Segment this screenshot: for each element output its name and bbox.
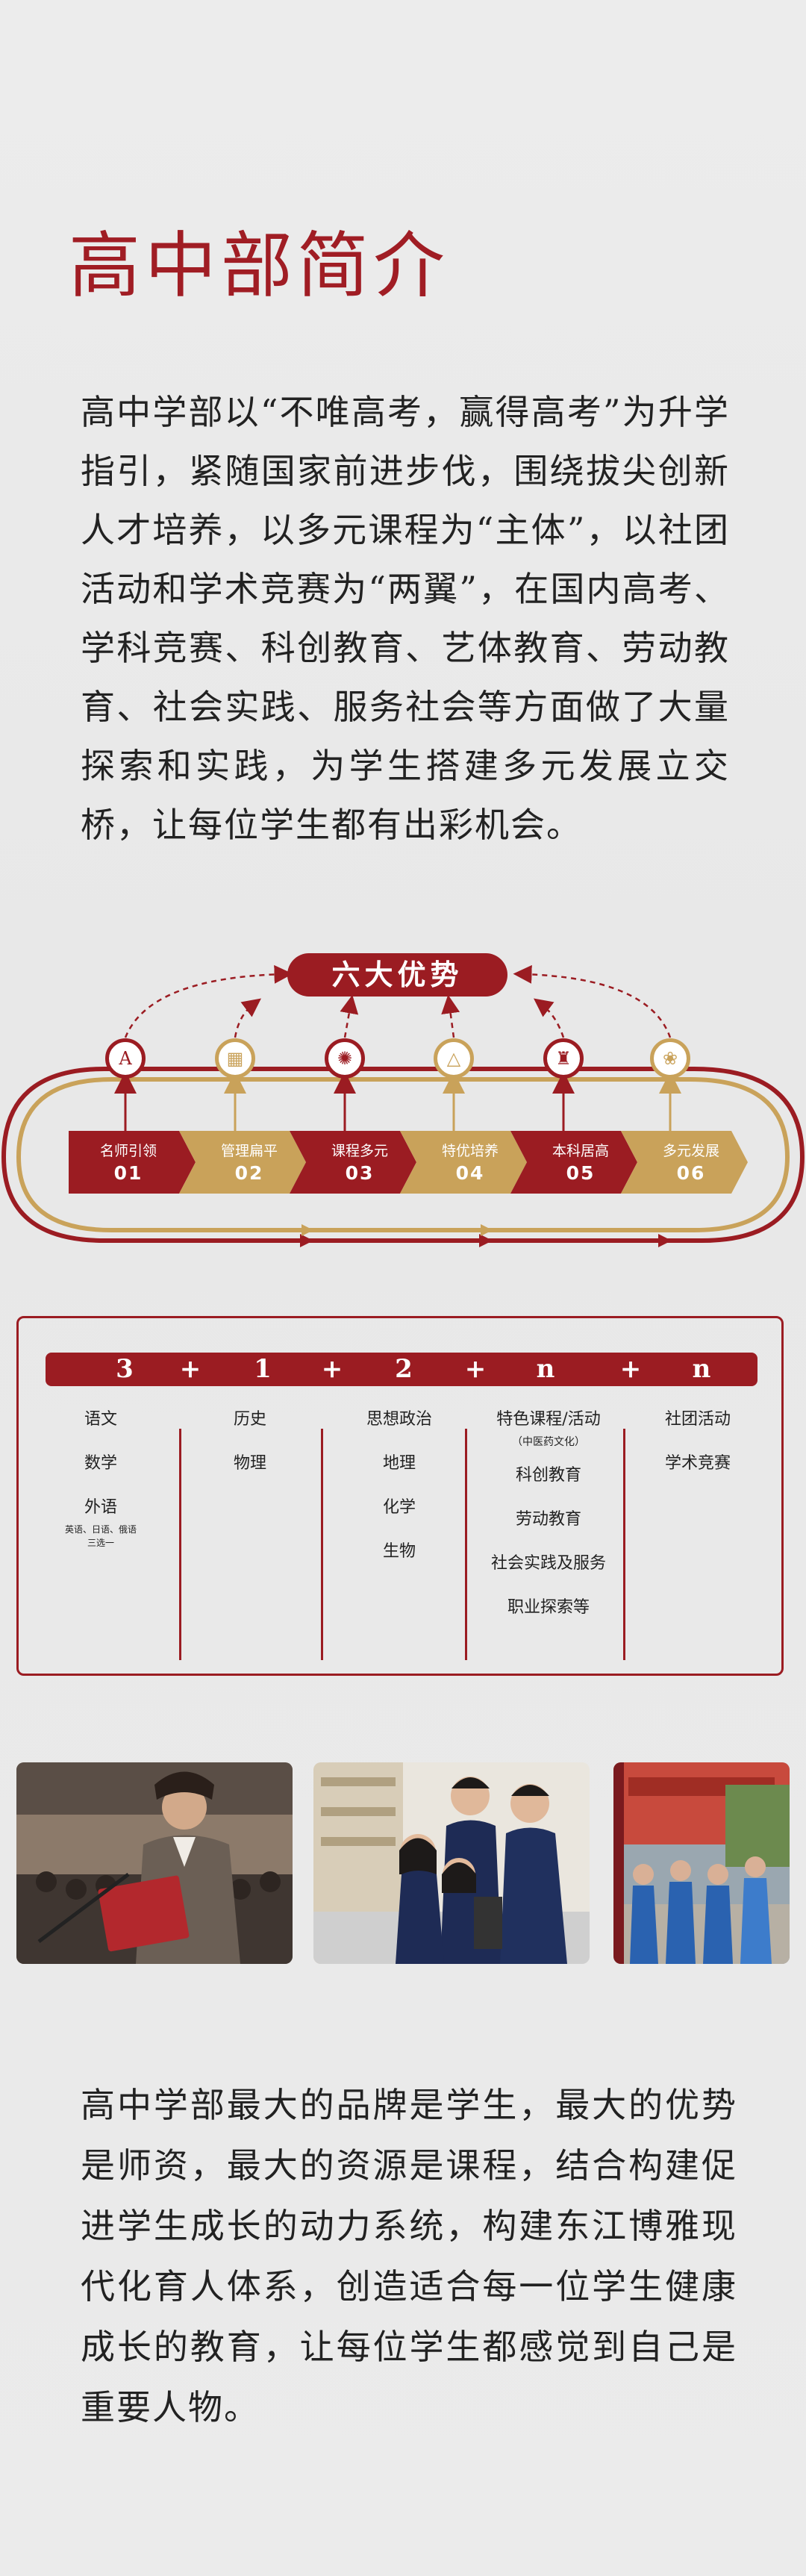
curriculum-box: 3 + 1 + 2 + n + n 语文 数学 外语 英语、日语、俄语 三选一 … — [16, 1316, 784, 1676]
flower-icon: ❀ — [650, 1038, 690, 1079]
advantage-item-5: 本科居高 05 — [521, 1131, 640, 1194]
closing-paragraph: 高中学部最大的品牌是学生，最大的优势是师资，最大的资源是课程，结合构建促进学生成… — [81, 2085, 737, 2427]
students-lab-photo-art — [313, 1762, 590, 1964]
advantage-number: 06 — [676, 1162, 706, 1184]
grad-cap-icon: ♜ — [543, 1038, 584, 1079]
subject: 语文 — [84, 1410, 117, 1429]
subject: 物理 — [233, 1454, 266, 1473]
advantage-number: 04 — [455, 1162, 485, 1184]
column-divider — [465, 1429, 467, 1660]
formula-term: n — [536, 1354, 555, 1384]
formula-plus: + — [619, 1354, 642, 1384]
subject: 生物 — [382, 1542, 416, 1561]
formula-plus: + — [179, 1354, 202, 1384]
advantage-label: 特优培养 — [441, 1143, 499, 1159]
curriculum-column-n2: 社团活动 学术竞赛 — [638, 1406, 757, 1494]
column-divider — [321, 1429, 323, 1660]
advantage-item-1: 名师引领 01 — [69, 1131, 188, 1194]
subject: 地理 — [382, 1454, 416, 1473]
grid-icon: ▦ — [215, 1038, 255, 1079]
advantage-item-2: 管理扁平 02 — [190, 1131, 309, 1194]
advantage-item-4: 特优培养 04 — [410, 1131, 530, 1194]
subject: 历史 — [233, 1410, 266, 1429]
formula-plus: + — [321, 1354, 343, 1384]
subject: 数学 — [84, 1454, 117, 1473]
advantage-number: 03 — [345, 1162, 375, 1184]
curriculum-column-1: 历史 物理 — [198, 1406, 302, 1494]
advantages-title: 六大优势 — [287, 953, 507, 997]
advantages-diagram: 六大优势 A ▦ ✺ △ ♜ ❀ 名师引领 01 管理扁平 02 课程多元 03… — [0, 933, 806, 1262]
formula-term: 3 — [116, 1354, 134, 1384]
formula-plus: + — [464, 1354, 487, 1384]
subject: 学术竞赛 — [664, 1454, 731, 1473]
curriculum-column-3: 语文 数学 外语 英语、日语、俄语 三选一 — [49, 1406, 153, 1564]
subject: 社会实践及服务 — [490, 1554, 606, 1573]
campus-gate-photo — [613, 1762, 790, 1964]
subject: 科创教育 — [515, 1466, 581, 1485]
advantage-label: 多元发展 — [662, 1143, 719, 1159]
formula-term: 1 — [254, 1354, 272, 1384]
advantage-item-3: 课程多元 03 — [300, 1131, 419, 1194]
curriculum-formula-bar: 3 + 1 + 2 + n + n — [46, 1353, 757, 1386]
advantage-label: 课程多元 — [331, 1143, 388, 1159]
advantage-number: 02 — [234, 1162, 264, 1184]
intro-paragraph: 高中学部以“不唯高考，赢得高考”为升学指引，紧随国家前进步伐，围绕拔尖创新人才培… — [81, 392, 730, 845]
subject: 特色课程/活动 — [496, 1410, 601, 1429]
students-lab-photo — [313, 1762, 590, 1964]
formula-term: 2 — [395, 1354, 413, 1384]
subject: 思想政治 — [366, 1410, 432, 1429]
advantage-label: 名师引领 — [99, 1143, 157, 1159]
column-divider — [623, 1429, 625, 1660]
page-title: 高中部简介 — [69, 224, 449, 308]
subject: 劳动教育 — [515, 1510, 581, 1529]
subject-note: 三选一 — [87, 1538, 114, 1548]
column-divider — [179, 1429, 181, 1660]
subject: 职业探索等 — [507, 1598, 590, 1617]
campus-gate-photo-art — [613, 1762, 790, 1964]
subject-note: （中医药文化） — [512, 1436, 585, 1448]
advantage-number: 05 — [566, 1162, 596, 1184]
subject: 化学 — [382, 1498, 416, 1517]
subject: 社团活动 — [664, 1410, 731, 1429]
formula-term: n — [692, 1354, 711, 1384]
advantage-label: 本科居高 — [552, 1143, 609, 1159]
exam-a-icon: A — [105, 1038, 146, 1079]
subject-note: 英语、日语、俄语 — [64, 1524, 137, 1535]
atom-icon: ✺ — [325, 1038, 365, 1079]
pyramid-icon: △ — [434, 1038, 474, 1079]
advantage-label: 管理扁平 — [220, 1143, 278, 1159]
subject: 外语 — [84, 1498, 117, 1517]
speech-photo-art — [16, 1762, 293, 1964]
speech-photo — [16, 1762, 293, 1964]
advantages-flow-svg — [1, 964, 805, 1247]
advantage-number: 01 — [113, 1162, 143, 1184]
curriculum-column-2: 思想政治 地理 化学 生物 — [336, 1406, 463, 1582]
advantage-item-6: 多元发展 06 — [631, 1131, 751, 1194]
curriculum-column-n1: 特色课程/活动 （中医药文化） 科创教育 劳动教育 社会实践及服务 职业探索等 — [474, 1406, 623, 1638]
